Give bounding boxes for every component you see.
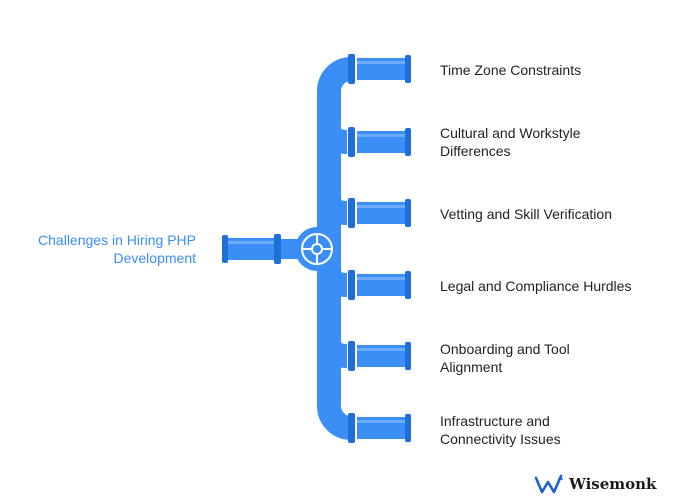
root-topic-line-2: Development	[113, 250, 197, 266]
branch-label-line: Onboarding and Tool	[440, 341, 570, 357]
branch-flange	[348, 54, 355, 84]
branch-flange	[348, 270, 355, 300]
branch-label-line: Time Zone Constraints	[440, 62, 582, 78]
branch-pipe-highlight	[357, 277, 405, 280]
branch-pipe-highlight	[357, 61, 405, 64]
pipe-network	[222, 54, 411, 443]
branch-tee	[317, 125, 348, 154]
branch-flange	[348, 127, 355, 157]
branch-tee	[317, 339, 348, 368]
branch-tee	[317, 196, 348, 225]
brand-name: Wisemonk	[569, 475, 657, 493]
branch-label-line: Infrastructure and	[440, 413, 550, 429]
spine-top-elbow	[317, 57, 353, 93]
root-flange	[274, 234, 281, 264]
branch-end-cap	[405, 55, 411, 83]
branch-pipe-highlight	[357, 205, 405, 208]
branch-end-cap	[405, 199, 411, 227]
root-end-cap	[222, 235, 228, 263]
branch-end-cap	[405, 342, 411, 370]
branch-label-cultural: Cultural and Workstyle Differences	[440, 124, 670, 160]
branch-end-cap	[405, 271, 411, 299]
branch-label-line: Connectivity Issues	[440, 431, 561, 447]
branch-label-legal: Legal and Compliance Hurdles	[440, 277, 670, 295]
branch-label-vetting: Vetting and Skill Verification	[440, 205, 670, 223]
branch-flange	[348, 198, 355, 228]
branch-end-cap	[405, 128, 411, 156]
branch-flange	[348, 413, 355, 443]
brand-logo: Wisemonk	[534, 472, 656, 496]
spine-bottom-elbow	[317, 404, 353, 440]
wisemonk-w-logo-icon	[534, 474, 563, 494]
branch-tee	[317, 268, 348, 297]
root-topic-label: Challenges in Hiring PHP Development	[12, 231, 196, 267]
root-topic-line-1: Challenges in Hiring PHP	[38, 232, 196, 248]
branch-label-line: Cultural and Workstyle	[440, 125, 581, 141]
branch-end-cap	[405, 414, 411, 442]
branch-flange	[348, 341, 355, 371]
branch-label-infrastructure: Infrastructure and Connectivity Issues	[440, 412, 670, 448]
branch-pipe-highlight	[357, 420, 405, 423]
branch-label-onboarding: Onboarding and Tool Alignment	[440, 340, 670, 376]
branch-pipe-highlight	[357, 134, 405, 137]
branch-pipe-highlight	[357, 348, 405, 351]
branch-label-time-zone: Time Zone Constraints	[440, 61, 670, 79]
branch-label-line: Legal and Compliance Hurdles	[440, 278, 632, 294]
root-pipe-highlight	[228, 241, 274, 244]
branch-label-line: Differences	[440, 143, 511, 159]
branch-label-line: Alignment	[440, 359, 503, 375]
branch-label-line: Vetting and Skill Verification	[440, 206, 612, 222]
